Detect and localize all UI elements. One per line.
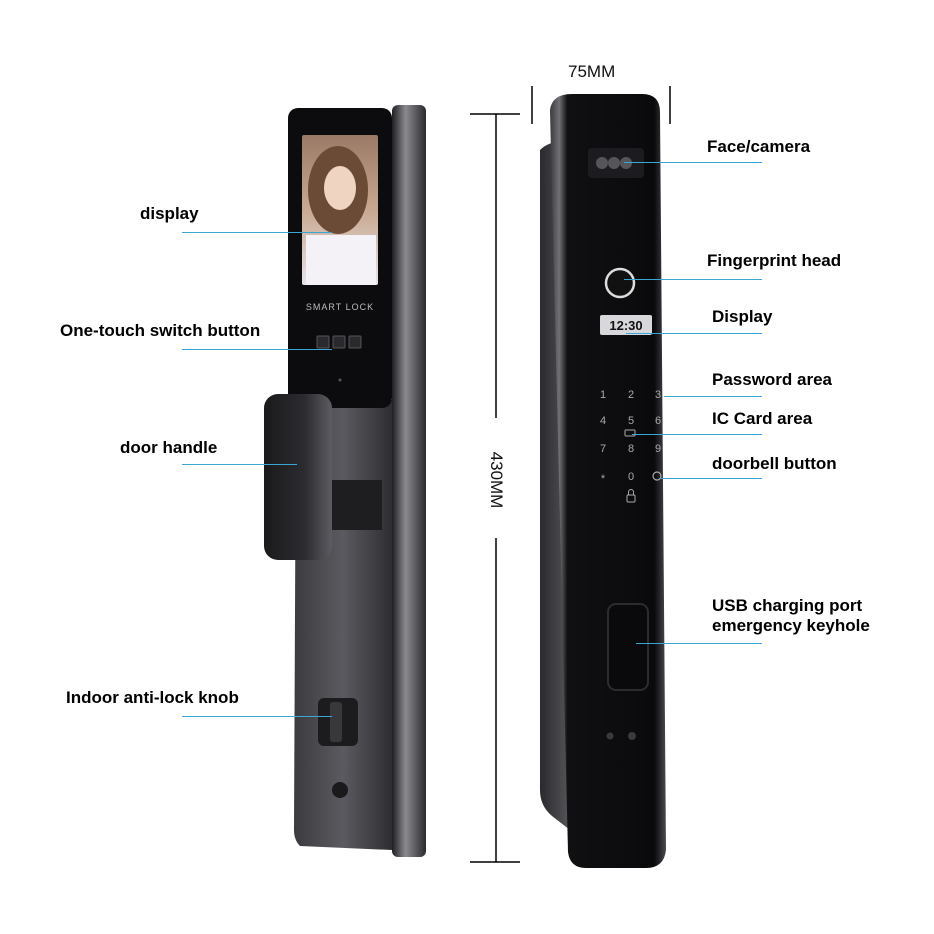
- key-6[interactable]: 6: [655, 415, 661, 427]
- indoor-keyhole: [332, 782, 348, 798]
- switch-button-3[interactable]: [348, 335, 362, 349]
- width-dimension-label: 75MM: [568, 62, 616, 81]
- height-dimension: [470, 113, 520, 863]
- leader-display-right: [626, 333, 762, 334]
- label-ic-card: IC Card area: [712, 409, 813, 428]
- key-5[interactable]: 5: [628, 415, 634, 427]
- door-handle[interactable]: [264, 394, 332, 560]
- label-anti-lock-knob: Indoor anti-lock knob: [66, 688, 239, 707]
- keypad[interactable]: 1 2 3 4 5 6 7 8 9 * 0: [600, 389, 661, 485]
- key-star[interactable]: *: [601, 473, 606, 485]
- screen-portrait-body: [306, 235, 376, 285]
- handle-spindle: [332, 480, 382, 530]
- switch-button-2[interactable]: [332, 335, 346, 349]
- key-7[interactable]: 7: [600, 443, 606, 455]
- bottom-sensor-right: [628, 732, 636, 740]
- leader-door-handle: [182, 464, 297, 465]
- screen-portrait-face: [324, 166, 356, 210]
- width-dimension: [531, 86, 671, 124]
- label-door-handle: door handle: [120, 438, 218, 457]
- indicator-dot: [338, 378, 342, 382]
- leader-usb-port: [636, 643, 762, 644]
- key-9[interactable]: 9: [655, 443, 661, 455]
- label-switch-button: One-touch switch button: [60, 321, 261, 340]
- outdoor-display: [600, 315, 652, 335]
- usb-keyhole-cover[interactable]: [607, 603, 649, 691]
- key-3[interactable]: 3: [655, 389, 661, 401]
- leader-fingerprint: [624, 279, 762, 280]
- label-display-right: Display: [712, 307, 773, 326]
- anti-lock-knob-slot: [330, 702, 342, 742]
- leader-switch-button: [182, 349, 332, 350]
- label-password: Password area: [712, 370, 833, 389]
- leader-password: [664, 396, 762, 397]
- bottom-sensor-left: [606, 732, 614, 740]
- label-usb-port: USB charging port: [712, 596, 863, 615]
- key-1[interactable]: 1: [600, 389, 606, 401]
- key-4[interactable]: 4: [600, 415, 606, 427]
- label-doorbell: doorbell button: [712, 454, 837, 473]
- key-2[interactable]: 2: [628, 389, 634, 401]
- leader-doorbell: [660, 478, 762, 479]
- label-fingerprint: Fingerprint head: [707, 251, 842, 270]
- ic-card-icon: [624, 429, 636, 437]
- leader-display: [182, 232, 332, 233]
- leader-anti-lock-knob: [182, 716, 332, 717]
- label-face-camera: Face/camera: [707, 137, 811, 156]
- leader-face-camera: [624, 162, 762, 163]
- fingerprint-sensor[interactable]: [604, 267, 636, 299]
- clock-readout: 12:30: [609, 318, 642, 333]
- switch-button-1[interactable]: [316, 335, 330, 349]
- outdoor-lock-body: [550, 94, 666, 868]
- key-8[interactable]: 8: [628, 443, 634, 455]
- label-display: display: [140, 204, 199, 223]
- smart-lock-caption: SMART LOCK: [306, 302, 374, 312]
- doorbell-button[interactable]: [652, 471, 662, 481]
- indoor-lock-side-strip: [392, 105, 426, 857]
- label-emergency-keyhole: emergency keyhole: [712, 616, 870, 635]
- key-0[interactable]: 0: [628, 471, 634, 483]
- lock-icon: [626, 494, 636, 503]
- leader-ic-card: [632, 434, 762, 435]
